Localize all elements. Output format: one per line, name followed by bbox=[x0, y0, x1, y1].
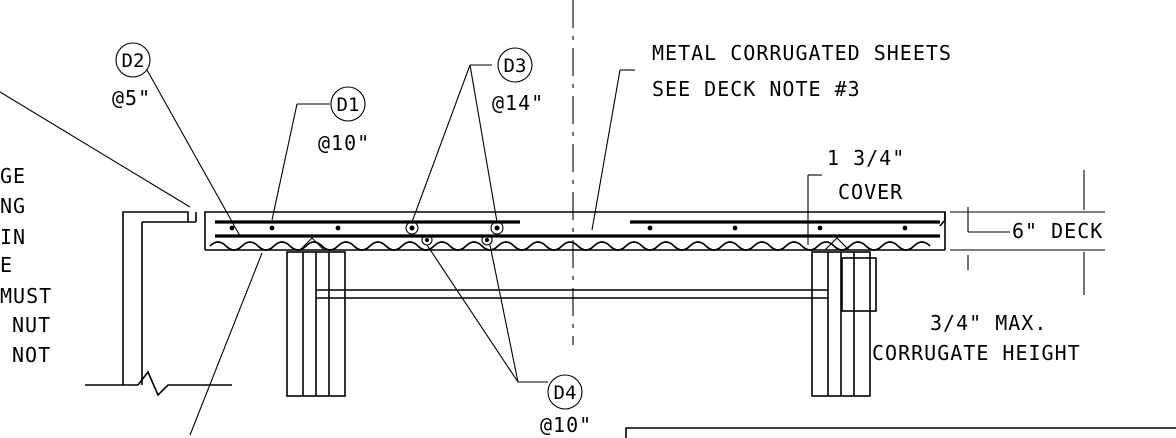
metal-sheet-note-line2: SEE DECK NOTE #3 bbox=[652, 77, 861, 101]
svg-text:MUST: MUST bbox=[0, 284, 52, 308]
tag-d3: D3 @14" bbox=[492, 47, 544, 115]
cover-label: COVER bbox=[838, 180, 903, 204]
girder-right bbox=[811, 251, 877, 397]
svg-text:D1: D1 bbox=[337, 94, 360, 116]
metal-sheet-note-line1: METAL CORRUGATED SHEETS bbox=[652, 41, 952, 65]
corrugated-sheet bbox=[209, 241, 931, 251]
tag-d2: D2 @5" bbox=[112, 42, 151, 110]
svg-text:@5": @5" bbox=[112, 86, 151, 110]
svg-text:@14": @14" bbox=[492, 91, 544, 115]
svg-text:D3: D3 bbox=[504, 55, 527, 77]
svg-text:D4: D4 bbox=[554, 382, 577, 404]
svg-text:IN: IN bbox=[0, 225, 26, 249]
svg-text:@10": @10" bbox=[540, 413, 592, 437]
svg-text:NG: NG bbox=[0, 194, 26, 218]
title-block-border bbox=[625, 427, 1176, 438]
svg-text:E: E bbox=[0, 253, 13, 277]
svg-text:@10": @10" bbox=[318, 131, 370, 155]
corrugation-height: 3/4" MAX. bbox=[930, 311, 1047, 335]
cover-dimension: 1 3/4" bbox=[827, 146, 905, 170]
girder-left bbox=[286, 251, 346, 397]
tag-d1: D1 @10" bbox=[318, 86, 370, 155]
deck-dimension: 6" DECK bbox=[1012, 219, 1103, 243]
svg-text:D2: D2 bbox=[122, 50, 145, 72]
svg-text:NUT: NUT bbox=[12, 313, 51, 337]
diaphragm bbox=[316, 289, 828, 299]
svg-text:GE: GE bbox=[0, 164, 26, 188]
corrugation-height-label: CORRUGATE HEIGHT bbox=[872, 341, 1081, 365]
top-rebars bbox=[215, 220, 940, 246]
svg-text:NOT: NOT bbox=[12, 343, 51, 367]
tag-d4: D4 @10" bbox=[540, 374, 592, 437]
dimensions bbox=[807, 170, 1105, 295]
abutment-wall bbox=[85, 211, 232, 397]
leader-lines bbox=[0, 64, 635, 436]
left-note: GE NG IN E MUST NUT NOT bbox=[0, 164, 52, 367]
